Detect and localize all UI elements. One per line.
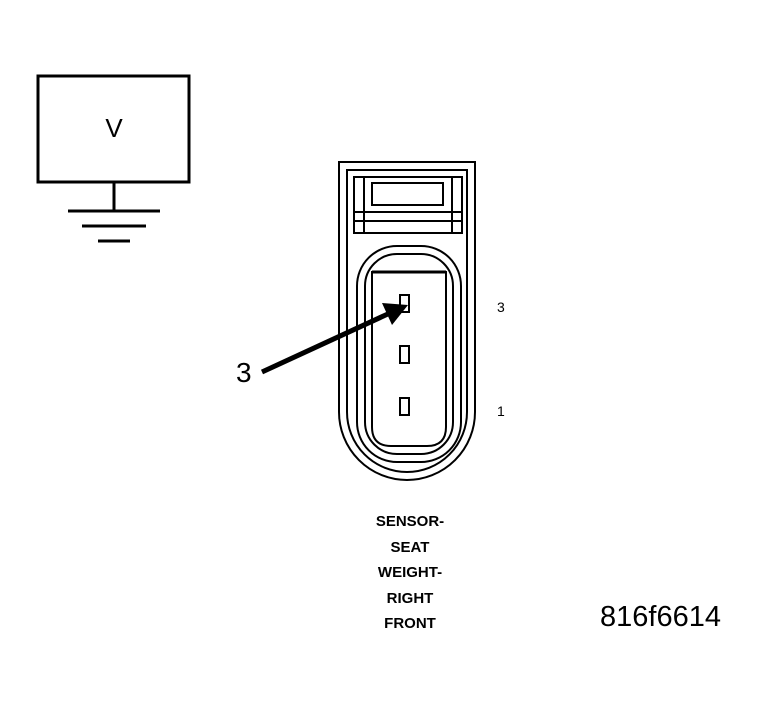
connector-label-line: RIGHT (386, 589, 434, 607)
callout-number: 3 (236, 357, 252, 388)
voltmeter-symbol: V (105, 113, 123, 143)
pin-label-bottom: 1 (497, 403, 505, 419)
connector-label-line: WEIGHT- (377, 564, 443, 581)
connector-label-line: FRONT (384, 615, 436, 632)
ground-icon (68, 182, 160, 243)
connector-face (338, 161, 476, 481)
pin-1-terminal (399, 397, 410, 416)
pin-3-terminal (399, 294, 410, 313)
callout-arrow-icon (260, 303, 408, 375)
pin-label-top: 3 (497, 299, 505, 315)
pin-2-terminal (399, 345, 410, 364)
figure-id: 816f6614 (600, 601, 721, 633)
connector-label-line: SEAT (390, 538, 430, 556)
connector-name-label: SENSOR- SEAT WEIGHT- RIGHT FRONT (330, 509, 490, 637)
connector-label-line: SENSOR- (375, 513, 445, 530)
